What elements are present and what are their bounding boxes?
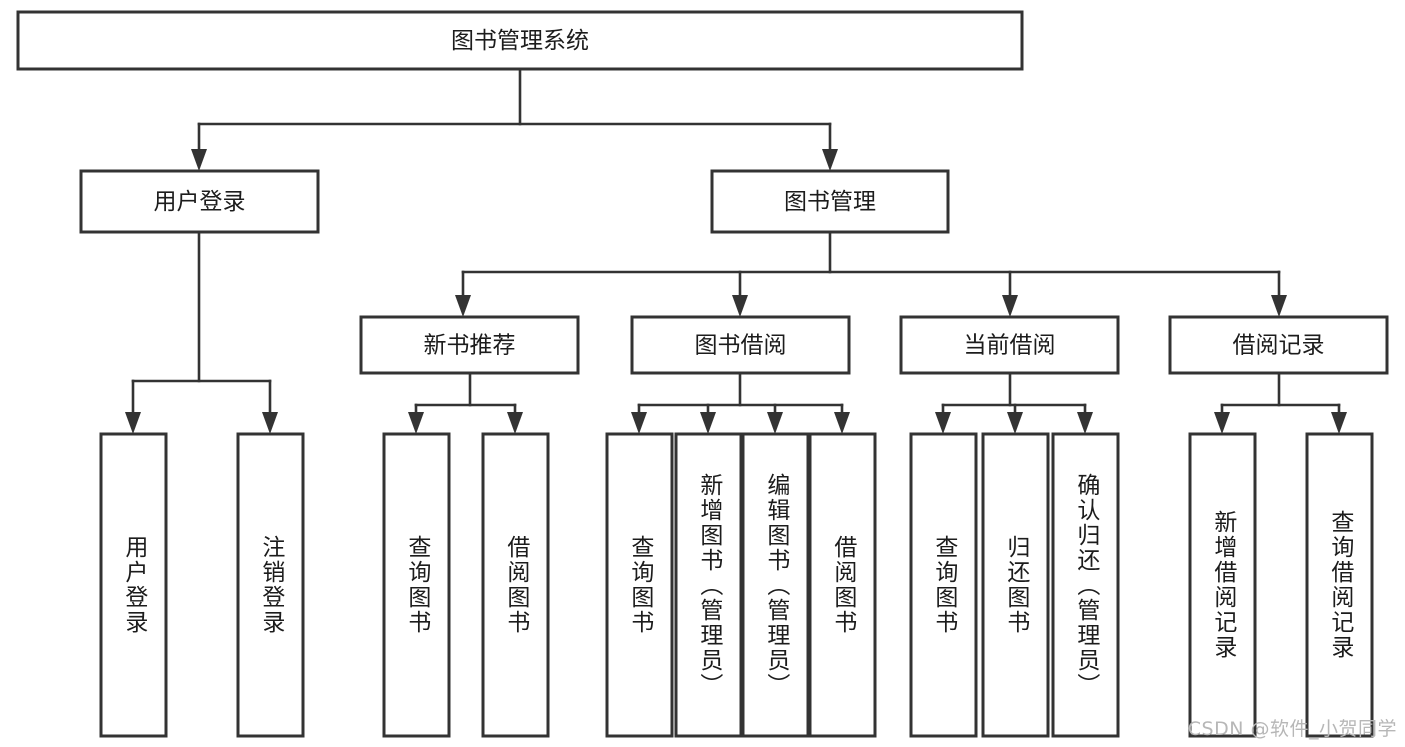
node-leaf-add-borrow-record[interactable] (1188, 432, 1257, 738)
node-leaf-query-book-recommend[interactable] (382, 432, 451, 738)
arrow-head-icon (822, 149, 838, 171)
node-label-current-borrow: 当前借阅 (964, 333, 1056, 359)
arrow-head-icon (935, 412, 951, 434)
node-box-leaf-add-book-admin[interactable] (674, 432, 743, 738)
node-new-book-recommend[interactable]: 新书推荐 (359, 315, 580, 375)
arrow-head-icon (1002, 295, 1018, 317)
node-box-leaf-borrow-book[interactable] (808, 432, 877, 738)
connector-group-borrow-to-leaves (637, 371, 844, 416)
arrow-head-icon (507, 412, 523, 434)
node-root[interactable]: 图书管理系统 (16, 10, 1024, 71)
arrow-head-icon (1271, 295, 1287, 317)
node-box-leaf-query-book-borrow[interactable] (605, 432, 674, 738)
arrow-head-icon (191, 149, 207, 171)
node-label-new-book-recommend: 新书推荐 (424, 333, 516, 359)
node-box-leaf-add-borrow-record[interactable] (1188, 432, 1257, 738)
node-box-leaf-confirm-return-admin[interactable] (1051, 432, 1120, 738)
node-box-leaf-query-book-current[interactable] (909, 432, 978, 738)
node-label-book-borrow: 图书借阅 (695, 333, 787, 359)
node-book-borrow[interactable]: 图书借阅 (630, 315, 851, 375)
connector-group-recommend-to-leaves (414, 371, 517, 416)
arrow-head-icon (834, 412, 850, 434)
node-box-current-borrow[interactable] (899, 315, 1120, 375)
node-box-leaf-query-book-recommend[interactable] (382, 432, 451, 738)
node-box-leaf-return-book[interactable] (981, 432, 1050, 738)
node-leaf-query-book-current[interactable] (909, 432, 978, 738)
arrow-head-icon (408, 412, 424, 434)
node-box-book-borrow[interactable] (630, 315, 851, 375)
arrow-head-icon (1007, 412, 1023, 434)
connector-group-root-to-level2 (197, 67, 832, 153)
arrow-head-icon (455, 295, 471, 317)
node-box-leaf-edit-book-admin[interactable] (741, 432, 810, 738)
node-leaf-edit-book-admin[interactable] (741, 432, 810, 738)
arrow-head-icon (631, 412, 647, 434)
node-book-manage[interactable]: 图书管理 (710, 169, 950, 234)
arrow-head-icon (1077, 412, 1093, 434)
arrow-head-icon (1214, 412, 1230, 434)
node-user-login[interactable]: 用户登录 (79, 169, 320, 234)
node-leaf-confirm-return-admin[interactable] (1051, 432, 1120, 738)
node-leaf-return-book[interactable] (981, 432, 1050, 738)
connectors-layer (125, 67, 1347, 434)
connector-group-current-to-leaves (941, 371, 1087, 416)
node-leaf-borrow-book-recommend[interactable] (481, 432, 550, 738)
arrow-head-icon (1331, 412, 1347, 434)
node-leaf-query-book-borrow[interactable] (605, 432, 674, 738)
node-box-leaf-borrow-book-recommend[interactable] (481, 432, 550, 738)
node-leaf-add-book-admin[interactable] (674, 432, 743, 738)
connector-group-bookmanage-to-level3 (461, 230, 1281, 299)
arrow-head-icon (700, 412, 716, 434)
connector-group-record-to-leaves (1220, 371, 1341, 416)
node-box-leaf-query-borrow-record[interactable] (1305, 432, 1374, 738)
node-leaf-user-logout[interactable] (236, 432, 305, 738)
node-current-borrow[interactable]: 当前借阅 (899, 315, 1120, 375)
arrow-head-icon (125, 412, 141, 434)
node-box-leaf-user-login[interactable] (99, 432, 168, 738)
node-box-root[interactable] (16, 10, 1024, 71)
node-label-borrow-record: 借阅记录 (1233, 333, 1325, 359)
node-leaf-borrow-book[interactable] (808, 432, 877, 738)
node-label-root: 图书管理系统 (451, 28, 589, 54)
node-borrow-record[interactable]: 借阅记录 (1168, 315, 1389, 375)
arrow-head-icon (732, 295, 748, 317)
node-box-user-login[interactable] (79, 169, 320, 234)
node-box-leaf-user-logout[interactable] (236, 432, 305, 738)
watermark-text: CSDN @软件_小贺同学 (1187, 718, 1397, 740)
node-leaf-user-login[interactable] (99, 432, 168, 738)
node-box-new-book-recommend[interactable] (359, 315, 580, 375)
connector-group-userlogin-to-leaves (131, 230, 272, 416)
arrow-head-icon (767, 412, 783, 434)
node-box-borrow-record[interactable] (1168, 315, 1389, 375)
node-leaf-query-borrow-record[interactable] (1305, 432, 1374, 738)
node-label-book-manage: 图书管理 (784, 189, 876, 215)
arrow-head-icon (262, 412, 278, 434)
node-box-book-manage[interactable] (710, 169, 950, 234)
node-label-user-login: 用户登录 (154, 189, 246, 215)
